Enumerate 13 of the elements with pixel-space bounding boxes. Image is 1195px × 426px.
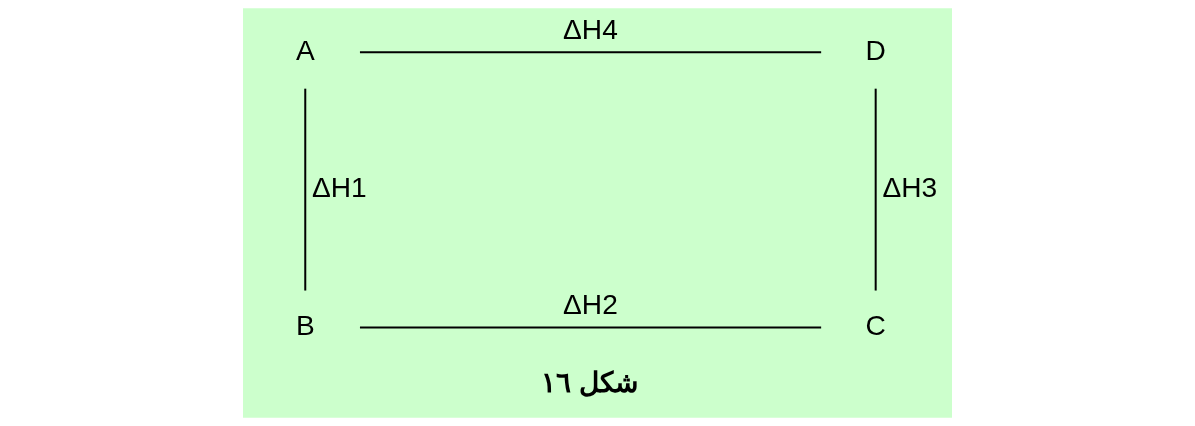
node-text: D xyxy=(865,34,886,66)
edge-label: ΔH3 xyxy=(882,172,938,204)
node-text: C xyxy=(865,309,886,341)
node-text: A xyxy=(295,34,315,66)
connector xyxy=(359,326,822,329)
connector xyxy=(359,51,822,54)
connector xyxy=(874,88,877,291)
connector xyxy=(304,88,307,291)
edge-label: ΔH1 xyxy=(312,172,367,204)
node-text: B xyxy=(295,309,315,341)
edge-label: ΔH4 xyxy=(563,13,618,45)
edge-label: ΔH2 xyxy=(563,288,618,320)
caption: شكل ١٦ xyxy=(541,367,639,399)
